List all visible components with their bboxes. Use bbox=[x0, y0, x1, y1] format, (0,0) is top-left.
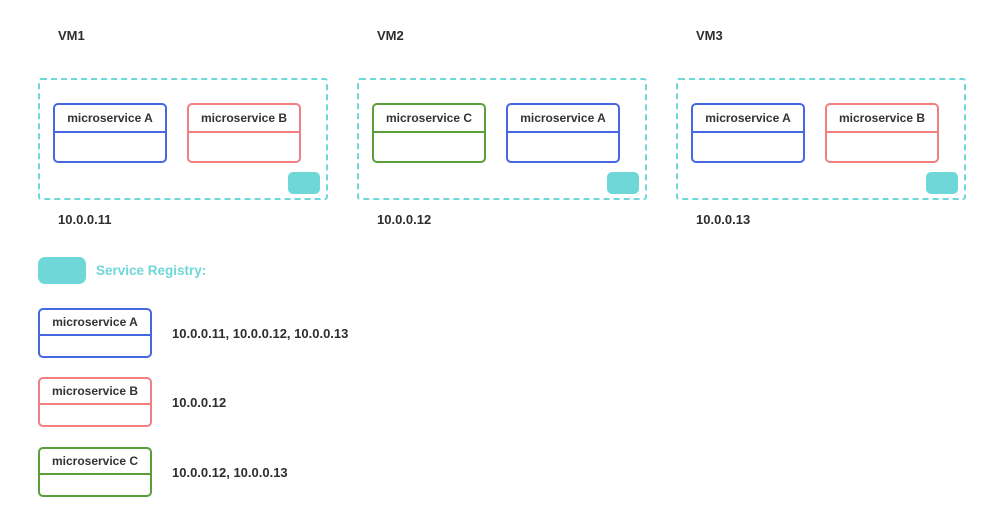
registry-legend: Service Registry: bbox=[38, 257, 206, 284]
vm2-ip: 10.0.0.12 bbox=[377, 212, 432, 227]
vm2-microservice-c-box: microservice C bbox=[372, 103, 486, 163]
registry-ips-microservice-a: 10.0.0.11, 10.0.0.12, 10.0.0.13 bbox=[172, 325, 349, 341]
vm1-ip: 10.0.0.11 bbox=[58, 212, 112, 227]
microservice-label: microservice B bbox=[827, 105, 937, 133]
microservice-label: microservice C bbox=[374, 105, 484, 133]
legend-microservice-b-box: microservice B bbox=[38, 377, 152, 427]
microservice-label: microservice A bbox=[40, 310, 150, 336]
vm3-ip: 10.0.0.13 bbox=[696, 212, 751, 227]
vm1-microservice-a-box: microservice A bbox=[53, 103, 167, 163]
vm-group-2: VM2 microservice C microservice A 10.0.0… bbox=[357, 28, 647, 227]
microservice-label: microservice A bbox=[693, 105, 803, 133]
vm2-microservice-a-box: microservice A bbox=[506, 103, 620, 163]
microservice-label: microservice B bbox=[189, 105, 299, 133]
legend-microservice-c-box: microservice C bbox=[38, 447, 152, 497]
vm-group-3: VM3 microservice A microservice B 10.0.0… bbox=[676, 28, 966, 227]
vm2-box: microservice C microservice A bbox=[357, 78, 647, 200]
vm3-microservice-a-box: microservice A bbox=[691, 103, 805, 163]
microservice-label: microservice A bbox=[508, 105, 618, 133]
registry-row-microservice-a: microservice A 10.0.0.11, 10.0.0.12, 10.… bbox=[38, 308, 348, 358]
microservice-label: microservice A bbox=[55, 105, 165, 133]
service-registry-icon bbox=[607, 172, 639, 194]
registry-row-microservice-c: microservice C 10.0.0.12, 10.0.0.13 bbox=[38, 447, 288, 497]
registry-row-microservice-b: microservice B 10.0.0.12 bbox=[38, 377, 226, 427]
vm1-box: microservice A microservice B bbox=[38, 78, 328, 200]
service-registry-icon bbox=[38, 257, 86, 284]
vm2-label: VM2 bbox=[377, 28, 404, 43]
service-registry-icon bbox=[926, 172, 958, 194]
microservice-label: microservice B bbox=[40, 379, 150, 405]
registry-ips-microservice-b: 10.0.0.12 bbox=[172, 394, 227, 410]
microservice-label: microservice C bbox=[40, 449, 150, 475]
vm3-box: microservice A microservice B bbox=[676, 78, 966, 200]
vm-group-1: VM1 microservice A microservice B 10.0.0… bbox=[38, 28, 328, 227]
registry-ips-microservice-c: 10.0.0.12, 10.0.0.13 bbox=[172, 464, 288, 480]
vm1-label: VM1 bbox=[58, 28, 85, 43]
registry-legend-label: Service Registry: bbox=[96, 263, 207, 278]
vm3-microservice-b-box: microservice B bbox=[825, 103, 939, 163]
service-registry-icon bbox=[288, 172, 320, 194]
vm1-microservice-b-box: microservice B bbox=[187, 103, 301, 163]
vm3-label: VM3 bbox=[696, 28, 723, 43]
legend-microservice-a-box: microservice A bbox=[38, 308, 152, 358]
